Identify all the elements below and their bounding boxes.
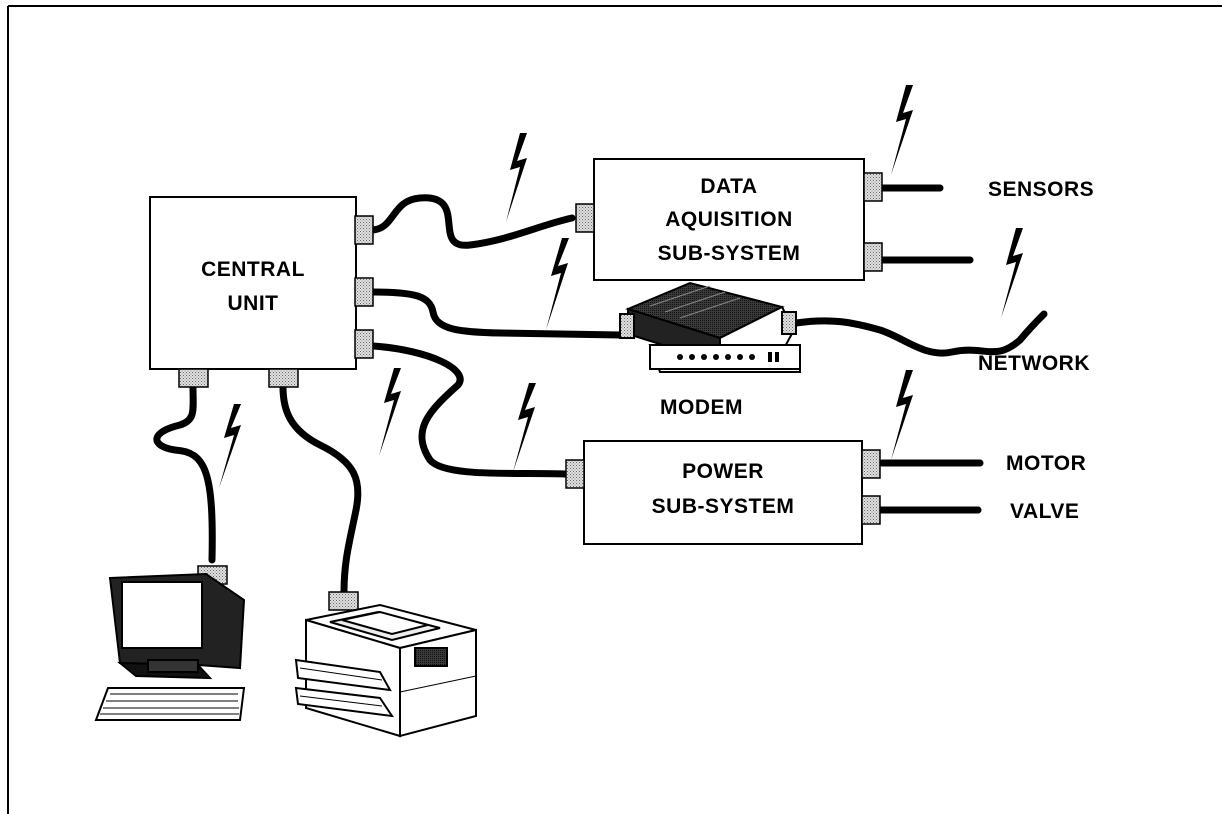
power-connector-out-1 [861,449,881,479]
central-unit-label-line2: UNIT [228,292,279,315]
cable-modem-to-network [792,310,1048,357]
central-unit-label-line1: CENTRAL [201,258,305,281]
cable-central-to-modem [369,288,624,339]
lightning-bolts [219,85,1023,488]
data-acquisition-label-line1: DATA [700,175,757,198]
data-acquisition-label-line2: AQUISITION [665,208,793,231]
cable-central-to-printer [279,383,362,596]
cable-central-to-power [369,342,569,478]
computer-icon [94,572,246,721]
lightning-icon [891,370,913,460]
central-connector-bottom-left [178,368,209,388]
cable-central-to-data-acquisition [369,194,576,249]
lightning-icon [379,368,401,456]
modem-label: MODEM [660,396,743,419]
lightning-icon [506,133,527,222]
central-connector-1 [354,215,374,245]
valve-label: VALVE [1010,500,1079,523]
data-acq-connector-in [575,203,595,233]
central-connector-bottom-right [268,368,299,388]
printer-connector [328,591,359,611]
power-connector-out-2 [861,495,881,525]
power-subsystem-label-line2: SUB-SYSTEM [652,495,795,518]
cable-central-to-computer [153,382,216,564]
network-label: NETWORK [978,352,1090,375]
printer-icon [294,603,477,738]
data-acq-connector-out-2 [863,242,883,272]
modem-icon [619,281,801,373]
lightning-icon [513,383,536,472]
data-acquisition-label-line3: SUB-SYSTEM [658,242,801,265]
central-connector-2 [354,277,374,307]
data-acq-connector-out-1 [863,172,883,202]
lightning-icon [891,85,913,175]
power-connector-in [565,459,585,489]
power-subsystem-label-line1: POWER [682,460,764,483]
lightning-icon [219,404,241,488]
lightning-icon [546,238,569,330]
sensors-label: SENSORS [988,178,1094,201]
data-acquisition-box [593,158,865,281]
central-unit-box [149,196,357,370]
central-connector-3 [354,329,374,359]
lightning-icon [1001,228,1023,318]
motor-label: MOTOR [1006,452,1086,475]
power-subsystem-box [583,440,863,545]
cables [153,184,1048,596]
